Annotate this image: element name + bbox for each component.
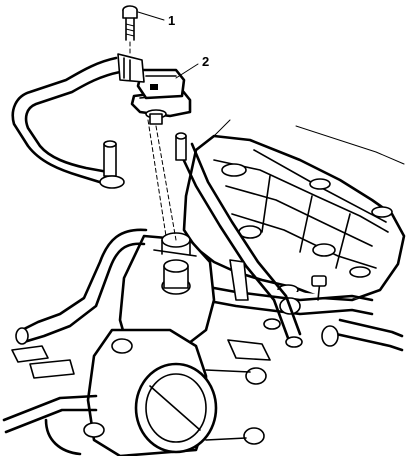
bolt [122,5,138,41]
callout-2: 2 [175,54,209,79]
callout-1-label: 1 [168,13,175,28]
left-pipe [15,228,148,345]
callout-1: 1 [137,11,175,28]
right-pipe [321,318,404,352]
lower-right-bracket [227,259,281,361]
sensor [117,53,186,100]
upper-stud [175,132,187,161]
vacuum-hose-left [11,56,122,186]
callout-2-label: 2 [202,54,209,69]
installation-guide-lines [129,41,177,241]
throttle-area [118,232,216,358]
intake-manifold [182,119,406,302]
left-connectors [2,345,98,456]
vacuum-hose-vertical [176,142,303,348]
left-stud [99,140,125,189]
throttle-body [83,328,267,456]
